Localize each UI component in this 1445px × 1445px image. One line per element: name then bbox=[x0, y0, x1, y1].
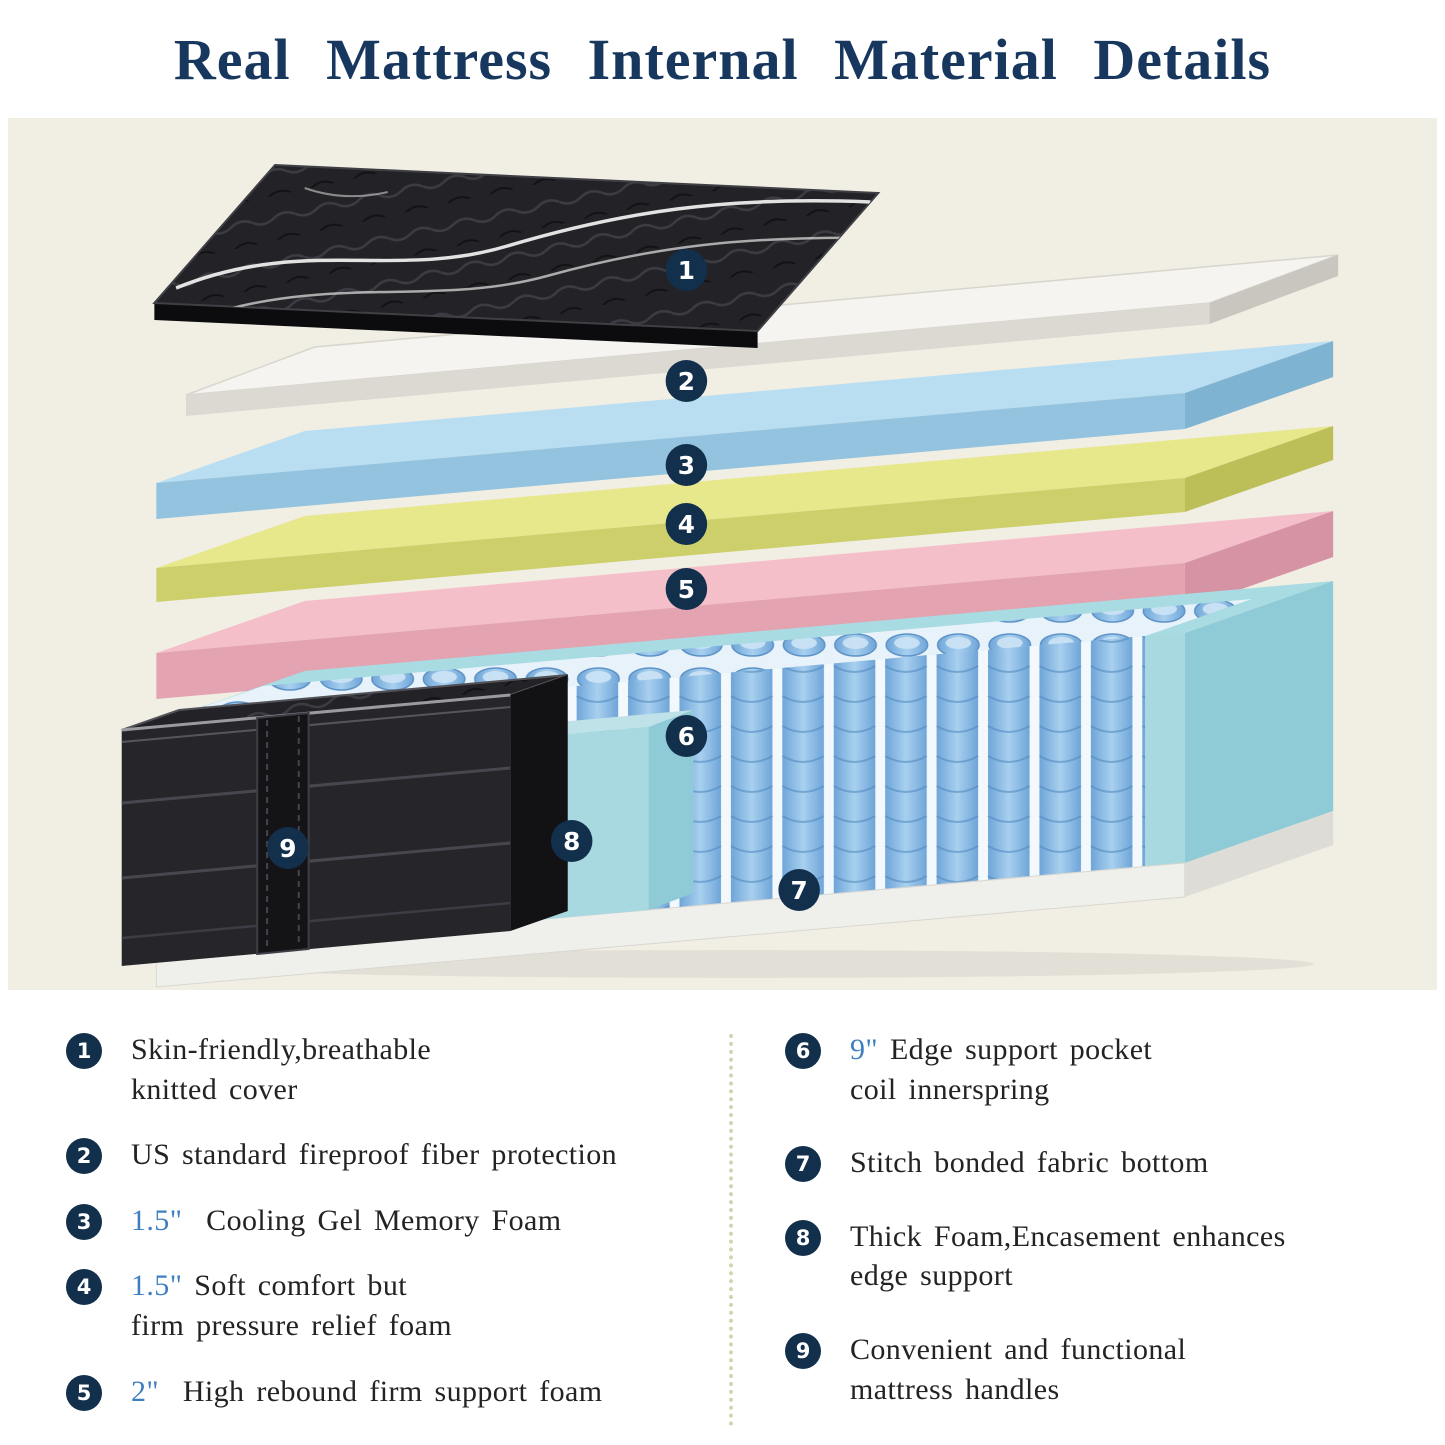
legend-text-7: Stitch bonded fabric bottom bbox=[850, 1143, 1209, 1183]
legend-divider bbox=[729, 1034, 733, 1426]
legend-badge-4: 4 bbox=[66, 1269, 102, 1306]
svg-text:2: 2 bbox=[678, 367, 695, 396]
diagram-badge-6: 6 bbox=[665, 715, 708, 757]
legend-line: edge support bbox=[850, 1259, 1013, 1293]
legend-text-3: 1.5" Cooling Gel Memory Foam bbox=[131, 1201, 562, 1241]
svg-text:6: 6 bbox=[678, 722, 695, 751]
legend-column-right: 6 9" Edge support pocket coil innerspring 7… bbox=[733, 1030, 1445, 1443]
svg-text:8: 8 bbox=[563, 827, 580, 856]
cover-stitch-lines bbox=[175, 187, 879, 316]
layer-knitted-cover bbox=[152, 163, 881, 348]
legend-line: firm pressure relief foam bbox=[131, 1308, 453, 1342]
diagram-badges: 1 2 3 4 5 6 7 8 9 bbox=[267, 249, 820, 911]
legend-line: 2" High rebound firm support foam bbox=[131, 1374, 603, 1408]
svg-text:3: 3 bbox=[678, 451, 695, 480]
layer-comfort-foam bbox=[156, 426, 1334, 602]
diagram-badge-9: 9 bbox=[267, 827, 309, 869]
base-fabric bbox=[155, 811, 1334, 988]
legend-item-5: 5 2" High rebound firm support foam bbox=[66, 1372, 729, 1412]
legend-text-8: Thick Foam,Encasement enhances edge suppo… bbox=[850, 1217, 1286, 1296]
legend-badge-9: 9 bbox=[785, 1332, 821, 1369]
legend-line: Convenient and functional bbox=[850, 1332, 1187, 1366]
legend-text-1: Skin-friendly,breathable knitted cover bbox=[131, 1030, 431, 1109]
diagram-badge-8: 8 bbox=[550, 820, 593, 862]
legend-line: Stitch bonded fabric bottom bbox=[850, 1146, 1209, 1180]
legend-badge-7: 7 bbox=[785, 1146, 821, 1183]
legend-badge-5: 5 bbox=[66, 1374, 102, 1411]
svg-text:9: 9 bbox=[279, 834, 296, 863]
svg-text:5: 5 bbox=[678, 575, 695, 604]
svg-text:1: 1 bbox=[678, 256, 695, 285]
foam-rail-right-front bbox=[1145, 633, 1185, 866]
legend-line: Thick Foam,Encasement enhances bbox=[850, 1219, 1286, 1253]
page-title: Real Mattress Internal Material Details bbox=[173, 27, 1272, 92]
legend-line: mattress handles bbox=[850, 1372, 1060, 1406]
svg-text:4: 4 bbox=[678, 510, 695, 539]
mattress-exploded-diagram: 1 2 3 4 5 6 7 8 9 bbox=[121, 163, 1339, 988]
legend-text-6: 9" Edge support pocket coil innerspring bbox=[850, 1030, 1152, 1109]
diagram-badge-1: 1 bbox=[665, 249, 708, 291]
legend-badge-1: 1 bbox=[66, 1033, 102, 1069]
legend-text-2: US standard fireproof fiber protection bbox=[131, 1135, 617, 1175]
legend-item-4: 4 1.5" Soft comfort but firm pressure reli… bbox=[66, 1266, 729, 1345]
legend-badge-2: 2 bbox=[66, 1138, 102, 1175]
diagram-badge-7: 7 bbox=[778, 869, 820, 911]
legend-line: 9" Edge support pocket bbox=[850, 1033, 1153, 1066]
legend-text-4: 1.5" Soft comfort but firm pressure relie… bbox=[131, 1266, 452, 1345]
legend-line: 1.5" Cooling Gel Memory Foam bbox=[131, 1203, 562, 1237]
legend-line: coil innerspring bbox=[850, 1072, 1050, 1106]
legend-line: 1.5" Soft comfort but bbox=[131, 1269, 407, 1303]
legend-item-2: 2 US standard fireproof fiber protection bbox=[66, 1135, 729, 1175]
legend-line: knitted cover bbox=[131, 1072, 298, 1106]
legend-badge-8: 8 bbox=[785, 1219, 821, 1256]
foam-rail-right-side bbox=[1184, 581, 1334, 863]
diagram-badge-4: 4 bbox=[665, 503, 708, 545]
legend-item-3: 3 1.5" Cooling Gel Memory Foam bbox=[66, 1201, 729, 1241]
legend-line: Skin-friendly,breathable bbox=[131, 1033, 432, 1066]
legend-text-9: Convenient and functional mattress handle… bbox=[850, 1330, 1186, 1409]
legend-badge-6: 6 bbox=[785, 1033, 821, 1069]
legend-text-5: 2" High rebound firm support foam bbox=[131, 1372, 602, 1412]
diagram-badge-3: 3 bbox=[665, 444, 708, 486]
legend-item-6: 6 9" Edge support pocket coil innerspring bbox=[785, 1030, 1445, 1109]
legend-badge-3: 3 bbox=[66, 1203, 102, 1240]
svg-text:7: 7 bbox=[791, 876, 808, 905]
diagram-badge-5: 5 bbox=[665, 568, 708, 610]
legend-item-9: 9 Convenient and functional mattress handl… bbox=[785, 1330, 1445, 1409]
legend-item-7: 7 Stitch bonded fabric bottom bbox=[785, 1143, 1445, 1183]
mattress-corner bbox=[121, 674, 569, 966]
legend-line: US standard fireproof fiber protection bbox=[131, 1138, 618, 1172]
diagram-canvas: 1 2 3 4 5 6 7 8 9 bbox=[8, 118, 1437, 990]
diagram-badge-2: 2 bbox=[665, 360, 708, 402]
legend-item-8: 8 Thick Foam,Encasement enhances edge supp… bbox=[785, 1217, 1445, 1296]
legend-item-1: 1 Skin-friendly,breathable knitted cover bbox=[66, 1030, 729, 1109]
